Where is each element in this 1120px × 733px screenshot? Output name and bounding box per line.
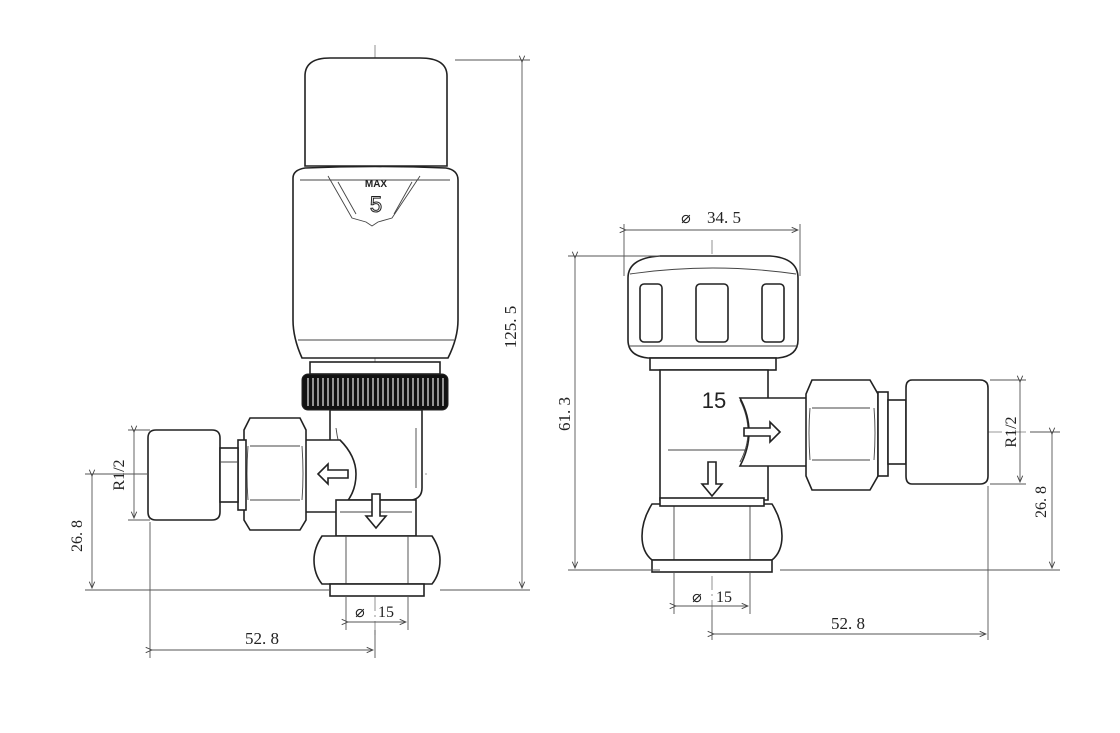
max-label: MAX <box>365 179 388 190</box>
right-hex-nut <box>805 379 879 491</box>
dim-cap-diameter: 34. 5 <box>707 208 741 227</box>
dim-offset-left: 26. 8 <box>69 520 86 552</box>
dim-thread-right: R1/2 <box>1003 416 1020 447</box>
setting-number: 5 <box>370 192 382 217</box>
dim-height-left: 125. 5 <box>501 306 520 349</box>
left-hex-nut <box>243 417 307 531</box>
dim-width-right: 52. 8 <box>831 614 865 633</box>
dim-thread-left: R1/2 <box>111 459 128 490</box>
body-number: 15 <box>702 388 726 413</box>
flow-arrow-left <box>316 462 349 486</box>
lockshield-valve: 15 ⌀ 34. 5 61. 3 R1 <box>555 208 1060 640</box>
dim-bore-left: 15 <box>378 604 394 621</box>
dim-bore-left-symbol: ⌀ <box>355 604 365 621</box>
left-union-nut <box>147 429 221 521</box>
dim-offset-right: 26. 8 <box>1033 486 1050 518</box>
flow-arrow-right <box>743 420 782 444</box>
dim-cap-symbol: ⌀ <box>681 210 691 227</box>
right-union-nut <box>905 379 989 485</box>
bottom-hex-nut <box>313 535 441 585</box>
dim-bore-right: 15 <box>716 589 732 606</box>
dim-height-right: 61. 3 <box>555 397 574 431</box>
thermostat-body <box>292 165 459 359</box>
flow-arrow-down-right <box>700 461 724 498</box>
dim-bore-right-symbol: ⌀ <box>692 589 702 606</box>
dim-width-left: 52. 8 <box>245 629 279 648</box>
flow-arrow-down <box>364 493 388 530</box>
thermostat-cap <box>304 57 448 167</box>
right-bottom-hex-nut <box>641 503 783 561</box>
knurled-ring <box>301 373 449 411</box>
thermostatic-valve: MAX 5 125. 5 <box>69 45 530 658</box>
